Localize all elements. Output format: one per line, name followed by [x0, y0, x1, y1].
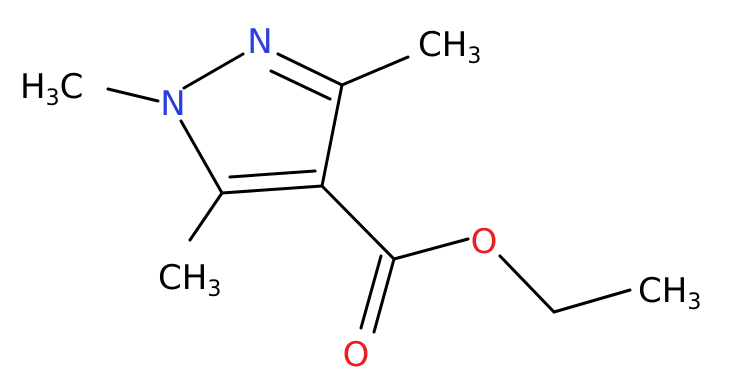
methyl-c3-main: CH — [418, 25, 467, 65]
bond-c4-c5-inner — [228, 169, 317, 179]
ethyl-methyl-main: CH — [638, 271, 687, 311]
nitrogen-n2-label: N — [247, 22, 272, 62]
bond-carbonyl-carbon-ester-o — [392, 237, 470, 261]
methyl-c5-subscript: 3 — [207, 277, 221, 302]
methyl-c3-label: CH3 — [418, 25, 481, 69]
carbonyl-oxygen-label: O — [343, 335, 370, 375]
bond-n2-c3 — [276, 52, 344, 87]
bond-carbonyl-double — [372, 257, 396, 334]
bond-c4-carbonyl-carbon — [320, 184, 396, 261]
bond-n1-c5 — [179, 119, 224, 195]
bond-n1-methyl — [106, 87, 160, 103]
methyl-c3-subscript: 3 — [467, 44, 481, 69]
bond-n1-n2 — [182, 52, 245, 90]
bond-c3-methyl — [340, 55, 410, 87]
ethyl-methyl-label: CH3 — [638, 271, 701, 315]
bond-ch2-ch3 — [552, 288, 632, 314]
methyl-n1-tail: C — [60, 67, 84, 107]
bonds — [106, 52, 632, 334]
bond-ester-o-ch2 — [498, 254, 556, 314]
bond-c5-methyl — [188, 191, 224, 242]
ethyl-methyl-subscript: 3 — [687, 290, 701, 315]
methyl-c5-main: CH — [158, 258, 207, 298]
methyl-n1-label: H3C — [20, 67, 83, 111]
ester-oxygen-label: O — [471, 222, 498, 262]
bond-carbonyl-double-inner — [359, 254, 383, 330]
methyl-n1-main: H — [20, 67, 46, 107]
nitrogen-n1-label: N — [160, 84, 185, 124]
bond-c4-c5 — [220, 184, 324, 195]
bond-n2-c3-inner — [269, 69, 332, 101]
methyl-c5-label: CH3 — [158, 258, 221, 302]
bond-c3-c4 — [320, 83, 344, 188]
methyl-n1-subscript: 3 — [46, 86, 60, 111]
